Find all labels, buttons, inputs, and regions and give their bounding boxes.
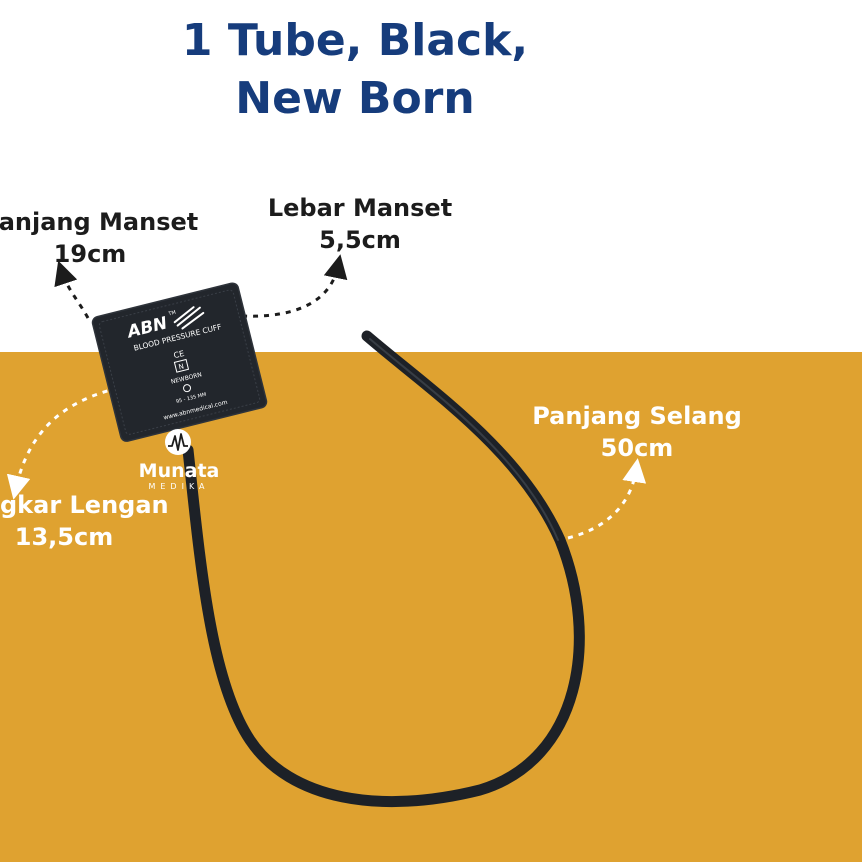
tube-length-arrow bbox=[567, 458, 647, 540]
tube-highlight bbox=[369, 338, 559, 541]
cuff-width-name: Lebar Manset bbox=[267, 194, 453, 222]
tube-length-name: Panjang Selang bbox=[532, 402, 742, 430]
heartbeat-m-icon bbox=[165, 429, 191, 455]
cuff-index-mark: N bbox=[178, 362, 185, 371]
brand-swoosh-icon bbox=[173, 306, 205, 330]
cuff-width-label: Lebar Manset 5,5cm bbox=[232, 192, 488, 256]
cuff-ce-mark: CE bbox=[173, 349, 186, 360]
arm-circumference-name: Lingkar Lengan bbox=[0, 491, 169, 519]
cuff-width-value: 5,5cm bbox=[319, 226, 401, 254]
arm-circumference-label: Lingkar Lengan 13,5cm bbox=[0, 489, 198, 553]
cuff-length-arrow bbox=[54, 260, 90, 319]
arm-circumference-arrow bbox=[6, 386, 119, 500]
blood-pressure-cuff: ABN TM BLOOD PRESSURE CUFF CE N NEWBORN … bbox=[91, 282, 268, 442]
tube-length-value: 50cm bbox=[600, 434, 674, 462]
watermark-name: Munata bbox=[138, 460, 220, 482]
product-title-line-1: 1 Tube, Black, bbox=[181, 15, 529, 66]
cuff-width-arrow bbox=[241, 254, 348, 318]
watermark-sub: MEDIKA bbox=[148, 482, 210, 491]
cuff-length-value: 19cm bbox=[53, 240, 127, 268]
cuff-trademark: TM bbox=[167, 310, 177, 318]
tube-length-label: Panjang Selang 50cm bbox=[510, 400, 764, 464]
cuff-length-name: Panjang Manset bbox=[0, 208, 199, 236]
product-title-line-2: New Born bbox=[235, 73, 475, 124]
cuff-length-label: Panjang Manset 19cm bbox=[0, 206, 220, 270]
munata-watermark: Munata MEDIKA bbox=[120, 430, 238, 492]
arm-circumference-value: 13,5cm bbox=[14, 523, 114, 551]
artery-marker-icon bbox=[183, 384, 192, 393]
